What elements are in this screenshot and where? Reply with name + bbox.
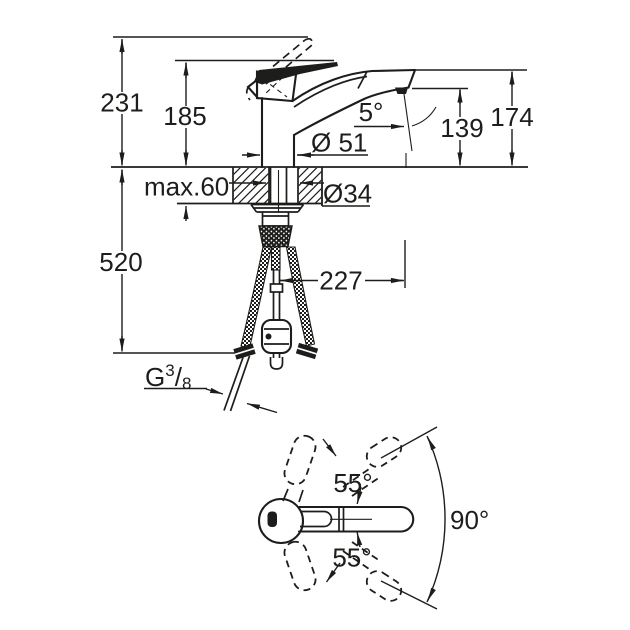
dimension-swivel-upper: 55°	[322, 438, 373, 505]
dim-174-label: 174	[490, 102, 533, 132]
pullout-hose-collar	[269, 283, 284, 293]
spout-underside	[292, 86, 410, 137]
dimension-swivel-lower: 55°	[325, 532, 372, 583]
faucet-body	[245, 37, 417, 169]
body-top-outline	[257, 497, 305, 545]
connection-pipe	[223, 355, 251, 412]
pullout-hose-braid	[270, 246, 281, 271]
thread-slash: /	[175, 362, 183, 392]
counter-hatch-right	[298, 168, 322, 203]
lever-raised-dashed	[245, 37, 313, 101]
outlet-angle-line	[403, 93, 413, 152]
dimension-outlet-height: 139	[440, 89, 484, 166]
swivel-head-upper-45	[365, 436, 403, 468]
hose-fitting-right	[295, 342, 319, 360]
dim-55deg-upper-label: 55°	[333, 468, 372, 498]
pullout-hose	[272, 292, 281, 320]
side-view-drawing: 231 185 520 max.60 Ø 51	[99, 36, 534, 414]
dimension-overall-height: 231	[100, 39, 144, 166]
swivel-position-upper-55	[283, 434, 317, 486]
threaded-shank	[269, 167, 288, 204]
knurled-nut	[258, 225, 293, 248]
dim-d34-label: Ø34	[323, 179, 372, 209]
connection-hoses	[223, 246, 319, 412]
dim-231-label: 231	[100, 88, 143, 118]
outlet-nozzle	[395, 87, 408, 94]
dimension-body-height: 185	[163, 62, 207, 166]
spout-inner-edge	[293, 75, 368, 108]
mounting-assembly	[250, 167, 305, 248]
dimension-projection: 227	[280, 266, 404, 296]
dimension-thread: G3/8	[144, 361, 278, 414]
counter-hatch-left	[233, 168, 269, 203]
dimension-total-swivel: 90°	[380, 426, 489, 610]
hose-weight	[260, 318, 293, 355]
counter-section	[232, 167, 323, 206]
dim-227-label: 227	[319, 266, 362, 296]
dimension-under-counter-depth: 520	[99, 169, 143, 352]
spacer-washer	[250, 203, 305, 213]
thread-denominator: 8	[182, 374, 191, 393]
dim-d51-label: Ø 51	[311, 128, 367, 158]
cap-notch	[246, 77, 259, 100]
top-view-drawing: 90° 55° 55°	[257, 426, 489, 610]
supply-hose-right	[285, 246, 316, 347]
pullout-hose-end	[269, 357, 284, 370]
swivel-head-lower-45	[365, 570, 403, 602]
dimension-base-diameter: Ø 51	[242, 128, 368, 158]
body-column	[260, 96, 296, 169]
dim-90deg-label: 90°	[450, 505, 489, 535]
thread-g: G	[145, 362, 165, 392]
spray-head-joint	[357, 71, 368, 89]
dim-185-label: 185	[163, 101, 206, 131]
dim-thread-label: G3/8	[145, 361, 191, 393]
spout-top-outline	[297, 505, 415, 533]
mounting-cylinder	[261, 212, 290, 227]
lever-handle	[254, 62, 338, 85]
dim-max60-label: max.60	[144, 172, 229, 202]
dimension-counter-thickness: max.60	[144, 172, 266, 221]
hose-fitting-left	[233, 343, 256, 360]
spray-head-face	[407, 68, 417, 89]
extension-lines	[111, 36, 528, 354]
dimension-spout-height: 174	[490, 71, 534, 166]
dim-139-label: 139	[440, 113, 483, 143]
dimension-outlet-angle: 5°	[354, 97, 437, 130]
dim-5deg-label: 5°	[359, 97, 384, 127]
thread-numerator: 3	[165, 361, 174, 380]
swivel-position-lower-55	[283, 540, 317, 592]
dim-55deg-lower-label: 55°	[332, 543, 371, 573]
dim-520-label: 520	[99, 247, 142, 277]
spout-top-edge	[291, 68, 417, 103]
lever-slot	[267, 511, 277, 527]
